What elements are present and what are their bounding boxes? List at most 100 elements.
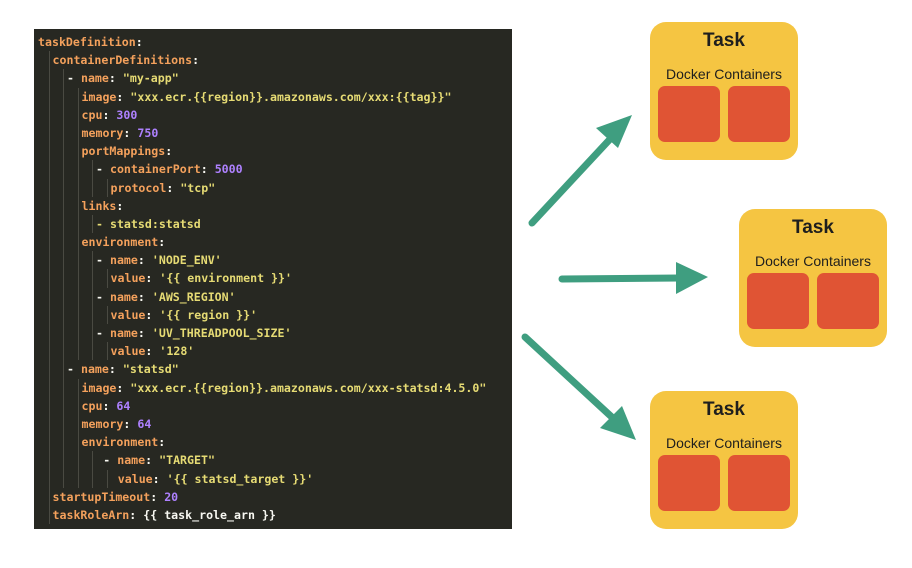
- code-line: cpu: 300: [34, 105, 512, 124]
- code-token: :: [129, 507, 144, 522]
- indent-guide: [48, 142, 50, 161]
- indent-guide: [63, 269, 64, 288]
- docker-container: [658, 455, 720, 511]
- code-token: - statsd:statsd: [96, 216, 201, 231]
- code-token: :: [108, 71, 123, 86]
- code-token: "statsd": [122, 362, 179, 377]
- indent-guide: [92, 214, 93, 234]
- indent-guide: [48, 178, 50, 197]
- indent-guide: [63, 469, 64, 488]
- indent-guide: [92, 324, 93, 343]
- indent-guide: [48, 324, 50, 343]
- task-subtitle: Docker Containers: [666, 435, 782, 451]
- task-box-1: Task Docker Containers: [650, 22, 798, 160]
- indent-guide: [63, 69, 64, 88]
- code-token: taskRoleArn: [52, 507, 130, 522]
- indent-guide: [63, 396, 64, 415]
- code-line: containerDefinitions:: [34, 51, 512, 70]
- code-text: - name: "TARGET": [103, 451, 215, 469]
- indent-guide: [77, 123, 79, 143]
- code-token: '{{ environment }}': [159, 271, 292, 286]
- code-token: -: [96, 289, 110, 304]
- code-line: environment:: [34, 233, 512, 252]
- indent-guide: [77, 251, 79, 270]
- indent-guide: [77, 396, 79, 415]
- code-token: name: [109, 253, 138, 268]
- code-token: -: [67, 362, 81, 377]
- indent-guide: [77, 342, 79, 361]
- code-text: environment:: [82, 233, 166, 251]
- indent-guide: [77, 469, 79, 488]
- code-token: :: [102, 107, 117, 122]
- indent-guide: [48, 51, 50, 70]
- indent-guide: [48, 305, 50, 324]
- code-text: containerDefinitions:: [53, 51, 200, 69]
- code-token: value: [110, 344, 146, 359]
- task-title: Task: [792, 217, 834, 238]
- code-text: - name: 'UV_THREADPOOL_SIZE': [96, 324, 291, 342]
- indent-guide: [48, 123, 50, 143]
- code-line: value: '{{ environment }}': [34, 269, 512, 288]
- code-token: memory: [81, 125, 124, 140]
- code-text: cpu: 64: [82, 397, 131, 415]
- indent-guide: [63, 287, 64, 306]
- indent-guide: [77, 233, 79, 252]
- code-token: 'UV_THREADPOOL_SIZE': [151, 326, 292, 340]
- indent-guide: [63, 178, 64, 197]
- code-token: :: [116, 198, 124, 213]
- task-subtitle: Docker Containers: [755, 253, 871, 269]
- code-token: :: [158, 235, 166, 250]
- indent-guide: [106, 469, 108, 488]
- code-line: taskDefinition:: [34, 33, 512, 51]
- code-line: portMappings:: [34, 142, 512, 161]
- code-line: - name: "TARGET": [34, 451, 512, 470]
- indent-guide: [63, 378, 64, 397]
- code-token: :: [145, 344, 160, 359]
- code-token: "xxx.ecr.{{region}}.amazonaws.com/xxx:{{…: [130, 89, 452, 104]
- indent-guide: [63, 360, 64, 379]
- code-token: 750: [137, 125, 159, 140]
- code-token: taskDefinition: [38, 35, 136, 49]
- indent-guide: [77, 324, 79, 343]
- code-token: value: [110, 307, 146, 322]
- code-token: :: [158, 435, 166, 450]
- code-token: :: [145, 307, 160, 322]
- indent-guide: [48, 105, 50, 124]
- indent-guide: [63, 233, 64, 252]
- indent-guide: [48, 251, 50, 270]
- task-box-3: Task Docker Containers: [650, 391, 798, 529]
- indent-guide: [106, 269, 108, 288]
- code-text: taskRoleArn: {{ task_role_arn }}: [53, 506, 276, 524]
- indent-guide: [48, 469, 50, 488]
- code-text: image: "xxx.ecr.{{region}}.amazonaws.com…: [82, 379, 487, 397]
- indent-guide: [48, 233, 50, 252]
- code-line: environment:: [34, 433, 512, 452]
- docker-container: [747, 273, 809, 329]
- docker-container: [728, 86, 790, 142]
- docker-container: [728, 455, 790, 511]
- indent-guide: [48, 342, 50, 361]
- code-text: value: '{{ environment }}': [111, 269, 293, 287]
- code-token: 64: [137, 416, 152, 431]
- code-line: memory: 64: [34, 414, 512, 434]
- code-token: -: [96, 326, 110, 340]
- indent-guide: [63, 433, 64, 452]
- code-line: cpu: 64: [34, 396, 512, 415]
- indent-guide: [92, 342, 93, 361]
- code-text: cpu: 300: [82, 106, 138, 124]
- code-token: "my-app": [122, 71, 179, 86]
- indent-guide: [77, 214, 79, 234]
- code-line: image: "xxx.ecr.{{region}}.amazonaws.com…: [34, 87, 512, 106]
- code-token: :: [123, 416, 138, 431]
- indent-guide: [77, 414, 79, 434]
- code-line: - containerPort: 5000: [34, 160, 512, 179]
- code-token: :: [166, 180, 181, 195]
- code-token: :: [108, 362, 123, 377]
- code-text: portMappings:: [82, 142, 173, 160]
- code-text: memory: 750: [82, 124, 159, 142]
- code-token: memory: [81, 416, 124, 431]
- docker-container: [817, 273, 879, 329]
- code-text: image: "xxx.ecr.{{region}}.amazonaws.com…: [82, 88, 452, 106]
- indent-guide: [63, 87, 64, 106]
- code-token: cpu: [81, 107, 103, 122]
